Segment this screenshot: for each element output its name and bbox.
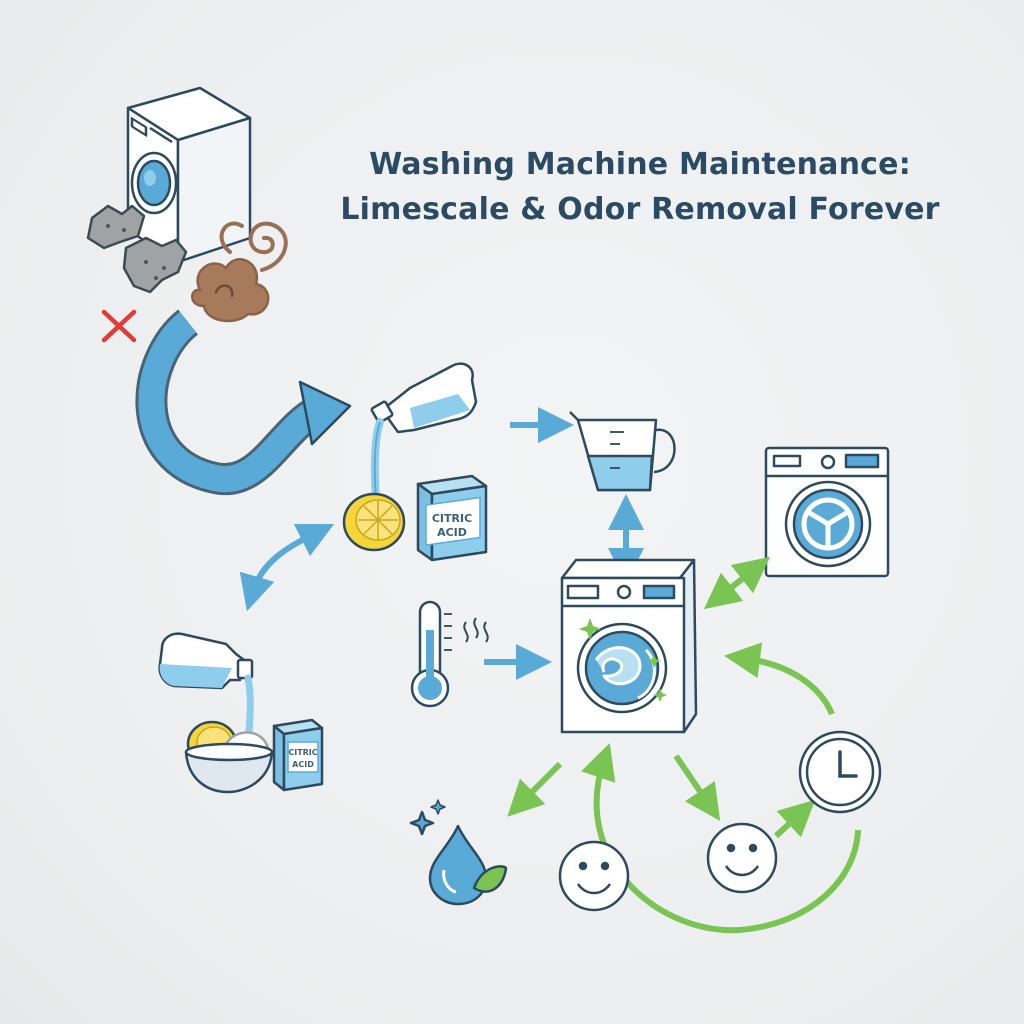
sparkle-icon <box>579 618 667 702</box>
washing-machine-front-icon <box>764 446 890 578</box>
vinegar-bottle-icon <box>370 362 478 504</box>
washing-machine-icon <box>560 558 698 734</box>
citric-acid-label-top-1: CITRIC <box>432 512 472 525</box>
thermometer-icon <box>410 600 489 708</box>
smiley-icon-2 <box>706 822 778 894</box>
citric-acid-label-bottom-2: ACID <box>292 760 314 769</box>
smiley-icon <box>558 840 630 912</box>
red-x-icon <box>101 309 137 343</box>
title-line-1: Washing Machine Maintenance: <box>369 147 911 182</box>
citric-acid-box-icon: CITRIC ACID <box>416 474 488 562</box>
arrow-left-cycle <box>239 523 335 612</box>
arrow-clock-machine <box>724 642 835 716</box>
arrow-machine-front <box>703 556 771 610</box>
clean-drop-leaf-icon <box>409 799 508 906</box>
big-curved-arrow <box>135 309 352 496</box>
vinegar-bottle-2-icon <box>158 632 254 748</box>
arrow-to-clean-drop <box>507 761 563 817</box>
arrow-big-loop <box>581 742 861 934</box>
limescale-icon <box>86 204 188 294</box>
measuring-jug-icon <box>569 411 676 492</box>
arrow-to-smiley <box>673 754 721 821</box>
title-line-2: Limescale & Odor Removal Forever <box>340 192 940 227</box>
citric-acid-box-2-icon: CITRIC ACID <box>272 718 324 792</box>
bowl-icon <box>184 720 274 794</box>
citric-acid-label-bottom-1: CITRIC <box>288 748 317 757</box>
odor-swirl-icon <box>191 221 288 323</box>
arrow-smiley-clock <box>773 799 816 839</box>
dirty-washing-machine-icon <box>126 86 252 264</box>
lemon-icon <box>342 492 406 552</box>
citric-acid-label-top-2: ACID <box>437 526 467 539</box>
clock-icon <box>798 730 882 814</box>
